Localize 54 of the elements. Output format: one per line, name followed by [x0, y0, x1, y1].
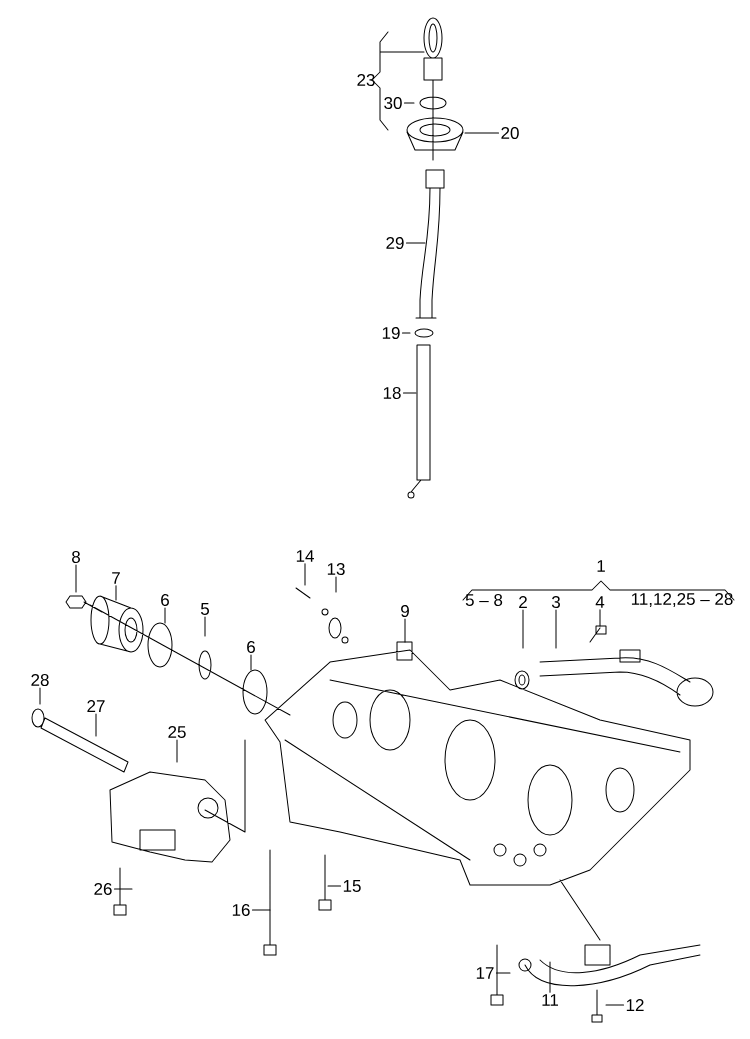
callout-number: 4: [595, 596, 605, 608]
callout-number: 11: [542, 994, 558, 1006]
leader-line: [402, 392, 417, 394]
callout-number: 18: [383, 387, 401, 400]
leader-line: [95, 713, 97, 737]
leader-line: [404, 618, 406, 643]
callout-number: 9: [401, 605, 409, 618]
callout-number: 16: [232, 904, 250, 917]
leader-line: [75, 564, 77, 593]
callout-number: 15: [343, 880, 361, 892]
leader-line: [522, 609, 524, 649]
leader-line: [327, 885, 342, 887]
leader-line: [605, 1004, 625, 1006]
leader-line: [401, 332, 411, 334]
leader-line: [164, 607, 166, 624]
callout-number: 13: [327, 563, 345, 576]
callout-number: 7: [112, 572, 120, 584]
leader-line: [176, 739, 178, 763]
leader-line: [403, 102, 415, 104]
leader-line: [555, 609, 557, 649]
callout-number: 11,12,25 – 28: [631, 593, 733, 608]
callout-number: 30: [384, 97, 402, 110]
callout-number: 8: [72, 551, 80, 564]
callout-number: 5: [200, 603, 209, 615]
callout-number: 6: [161, 594, 169, 607]
callout-number: 28: [31, 674, 49, 687]
leader-line: [250, 654, 252, 671]
leader-line: [335, 576, 337, 593]
leader-line: [115, 585, 117, 601]
callout-number: 29: [386, 237, 404, 250]
callout-number: 2: [519, 596, 527, 608]
callout-number: 5 – 8: [465, 594, 503, 607]
leader-line: [599, 609, 601, 627]
leader-line: [204, 616, 206, 637]
leader-line: [549, 961, 551, 993]
callout-number: 27: [87, 700, 105, 712]
leader-line: [405, 242, 426, 244]
callout-number: 26: [94, 883, 112, 896]
callout-number: 23: [357, 74, 375, 87]
callout-number: 20: [501, 127, 519, 140]
leader-line: [304, 563, 306, 586]
callout-number: 25: [168, 726, 186, 739]
callout-number: 19: [382, 327, 400, 340]
callout-number: 3: [551, 596, 560, 609]
callout-number: 14: [296, 550, 314, 562]
leader-line: [251, 909, 271, 911]
callout-number: 6: [247, 641, 255, 654]
leader-line: [113, 888, 133, 890]
callout-number: 1: [597, 560, 605, 572]
leader-line: [39, 687, 41, 705]
leader-line: [495, 972, 511, 974]
callout-number: 12: [626, 999, 644, 1011]
callout-number: 17: [476, 967, 494, 979]
leader-line: [464, 132, 500, 134]
